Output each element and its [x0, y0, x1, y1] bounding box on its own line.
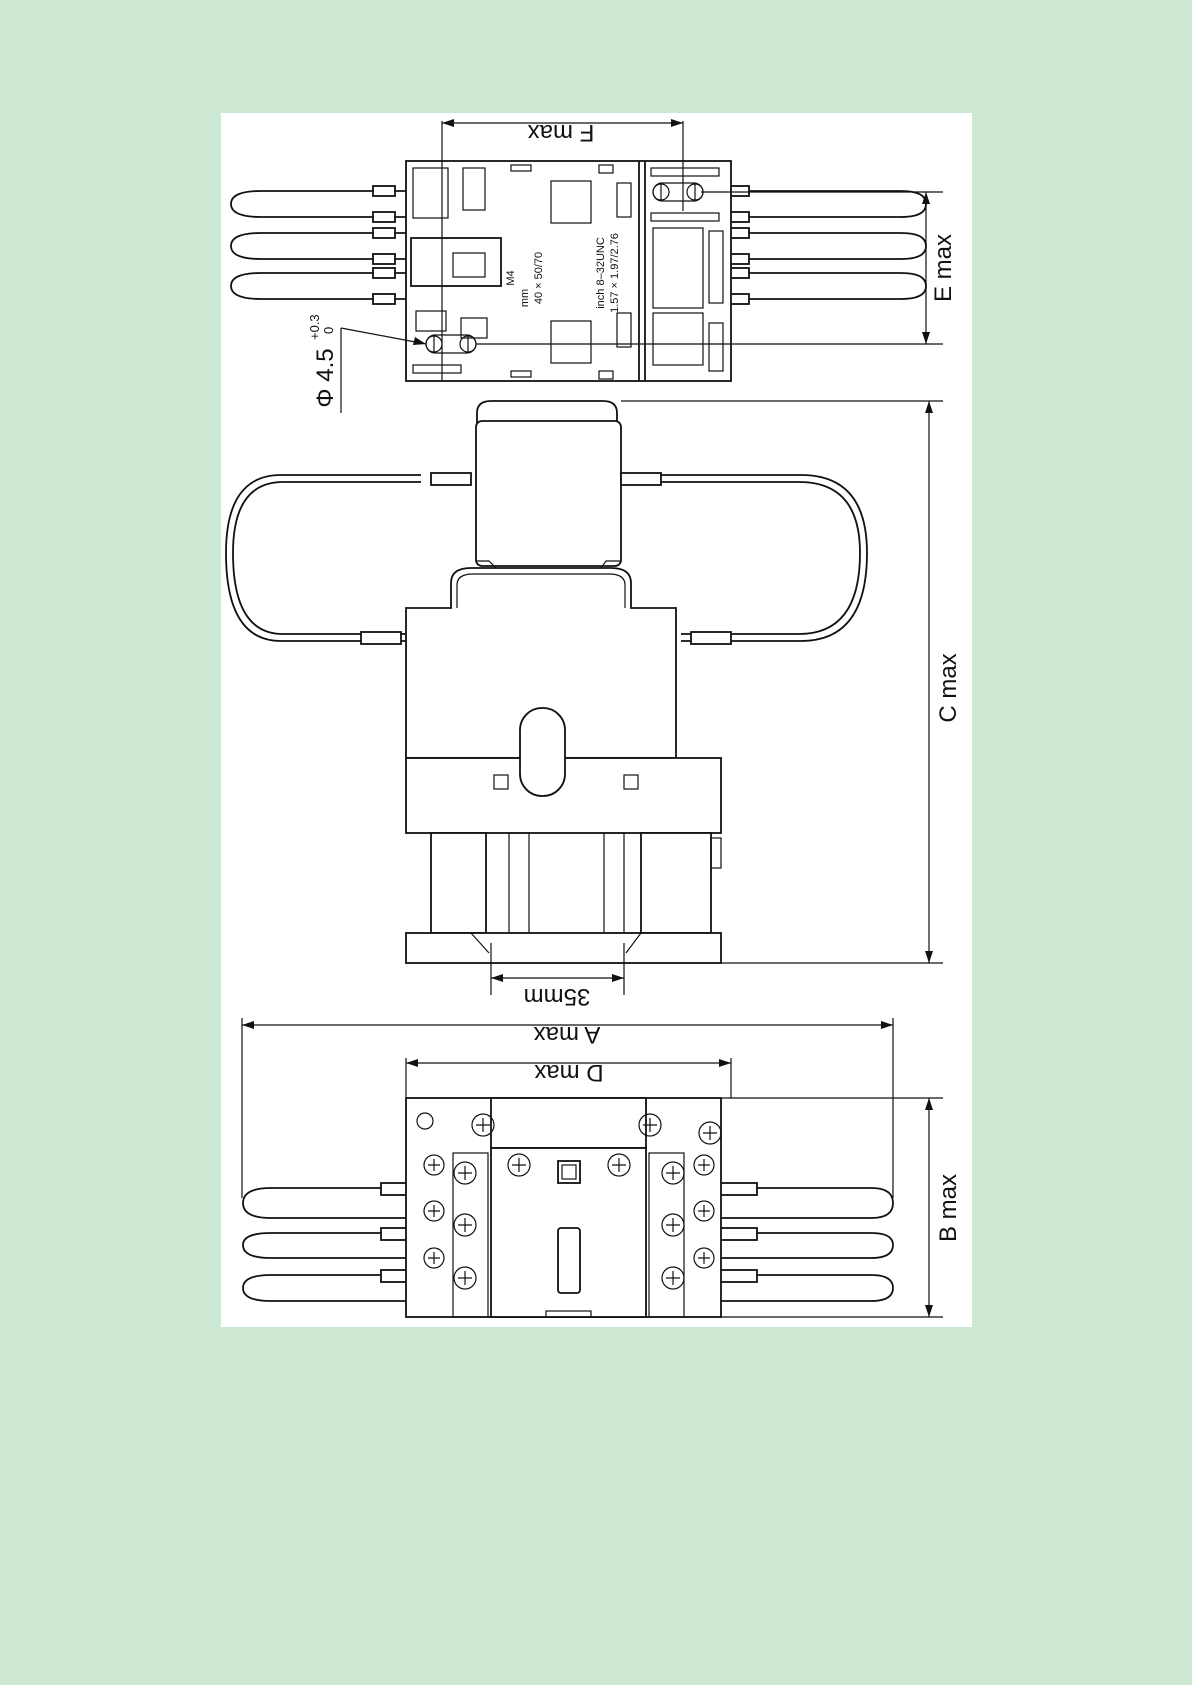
- dimension-drawing: M4 mm 40 × 50/70 inch 8–32UNC 1.57 × 1.9…: [221, 113, 972, 1327]
- note-screw: M4: [505, 270, 517, 285]
- a-max-label: A max: [534, 1021, 601, 1048]
- top-wire-loop-right-1: [731, 191, 926, 217]
- note-mm-label: mm: [519, 289, 531, 307]
- note-inch-label: inch 8–32UNC: [595, 237, 607, 309]
- b-max-label: B max: [935, 1174, 962, 1242]
- front-view: A max D max: [242, 1018, 962, 1317]
- top-wire-loop-right-2: [731, 233, 926, 259]
- e-max-label: E max: [930, 234, 957, 302]
- c-max-label: C max: [935, 653, 962, 722]
- side-wire-loop-left: [226, 475, 421, 641]
- hole-tolerance-upper: +0.3: [307, 314, 322, 340]
- din-rail-foot: [406, 933, 721, 963]
- top-view: M4 mm 40 × 50/70 inch 8–32UNC 1.57 × 1.9…: [231, 119, 957, 413]
- side-slot: [520, 708, 565, 796]
- hole-diameter-label: Φ 4.5: [312, 348, 339, 407]
- note-inch-dims: 1.57 × 1.97/2.76: [609, 233, 621, 313]
- front-square-button: [558, 1161, 580, 1183]
- note-mm-dims: 40 × 50/70: [533, 252, 545, 304]
- front-coil-cover: [491, 1098, 646, 1148]
- coil-module: [476, 421, 621, 566]
- hole-tolerance-lower: 0: [321, 327, 336, 334]
- front-slot: [558, 1228, 580, 1293]
- d-max-label: D max: [534, 1059, 603, 1086]
- side-wire-loop-left-inner: [233, 482, 421, 634]
- f-max-label: F max: [528, 119, 595, 146]
- side-view: C max 35mm: [226, 401, 962, 1010]
- top-wire-loop-right-3: [731, 273, 926, 299]
- drawing-panel: M4 mm 40 × 50/70 inch 8–32UNC 1.57 × 1.9…: [221, 113, 972, 1327]
- din-rail-label: 35mm: [524, 983, 591, 1010]
